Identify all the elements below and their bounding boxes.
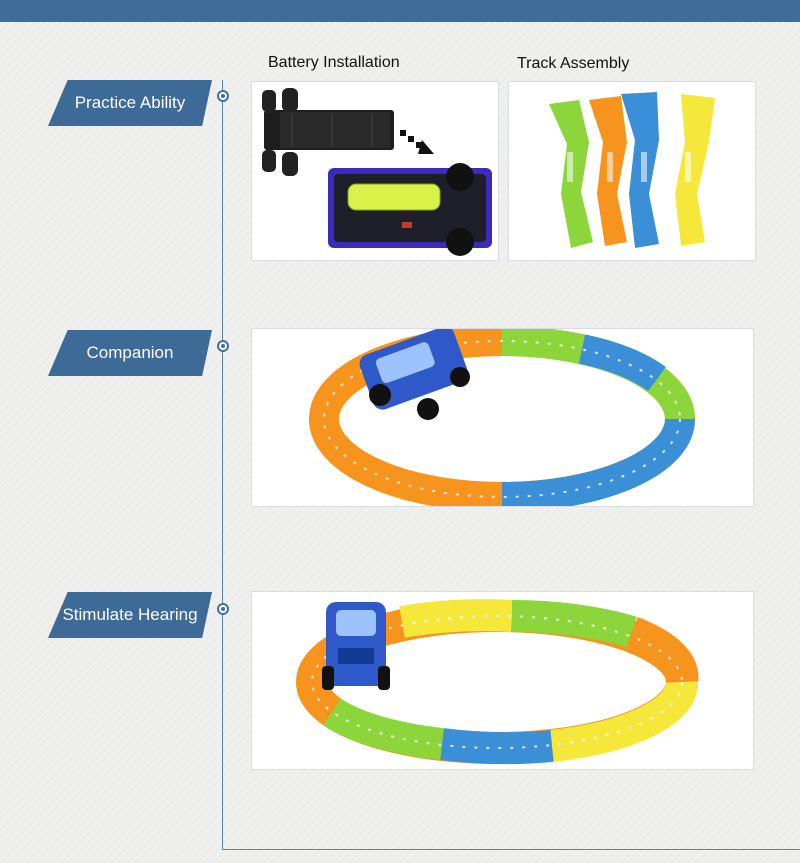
section-label-text: Companion xyxy=(86,343,174,362)
battery-installation-image xyxy=(251,81,499,261)
section-label-stimulate-hearing: Stimulate Hearing xyxy=(48,592,212,638)
caption-track-assembly: Track Assembly xyxy=(517,55,630,72)
toy-car-icon xyxy=(322,602,390,690)
insert-arrow-icon xyxy=(400,130,434,154)
caption-battery-installation: Battery Installation xyxy=(268,54,400,71)
section-label-practice-ability: Practice Ability xyxy=(48,80,212,126)
loop-track-icon xyxy=(296,599,699,765)
stimulate-hearing-track-image xyxy=(251,591,754,770)
timeline-line xyxy=(222,80,223,850)
track-assembly-image xyxy=(508,81,756,261)
companion-track-image xyxy=(251,328,754,507)
car-chassis-icon xyxy=(262,88,394,176)
track-pieces-icon xyxy=(549,92,715,248)
loop-track-icon xyxy=(309,329,695,506)
section-label-text: Practice Ability xyxy=(74,93,186,112)
section-label-companion: Companion xyxy=(48,330,212,376)
top-bar xyxy=(0,0,800,22)
timeline-node-1 xyxy=(217,90,229,102)
toy-car-icon xyxy=(359,329,470,420)
timeline-node-3 xyxy=(217,603,229,615)
timeline-node-2 xyxy=(217,340,229,352)
timeline-baseline xyxy=(222,849,800,850)
car-body-icon xyxy=(328,163,492,256)
section-label-text: Stimulate Hearing xyxy=(62,605,198,624)
